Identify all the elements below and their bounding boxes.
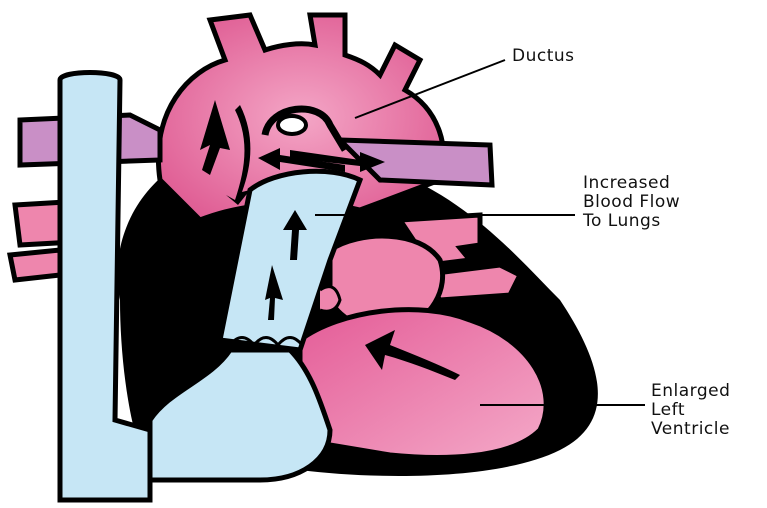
label-ventricle-line-3: Ventricle <box>651 420 730 439</box>
label-ductus-text: Ductus <box>512 47 575 66</box>
label-ventricle-line-2: Left <box>651 401 730 420</box>
mitral-valve <box>320 287 340 312</box>
label-flow-line-1: Increased <box>583 174 680 193</box>
label-increased-blood-flow: Increased Blood Flow To Lungs <box>583 174 680 231</box>
label-flow-line-3: To Lungs <box>583 212 680 231</box>
label-ventricle-line-1: Enlarged <box>651 382 730 401</box>
ductus-opening <box>278 116 306 134</box>
label-flow-line-2: Blood Flow <box>583 193 680 212</box>
label-ductus: Ductus <box>512 47 575 66</box>
label-enlarged-left-ventricle: Enlarged Left Ventricle <box>651 382 730 439</box>
vessel-left-bottom <box>10 250 60 280</box>
